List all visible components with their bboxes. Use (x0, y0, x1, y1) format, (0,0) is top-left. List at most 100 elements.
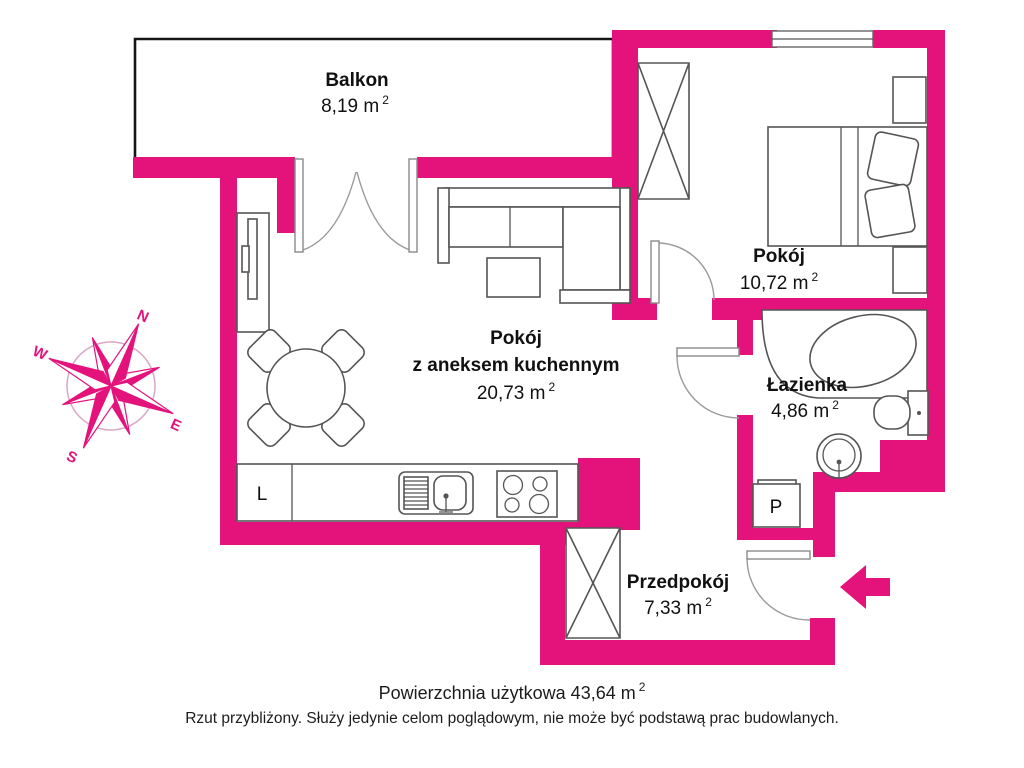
flush-button (917, 411, 921, 415)
bathroom-area-value: 4,86 m (771, 401, 829, 422)
kitchen-sink (398, 471, 474, 515)
balcony-area-sup: 2 (382, 93, 389, 107)
bedroom-label: Pokój (753, 246, 805, 267)
drainer-ridges (404, 480, 428, 506)
compass-west-label: W (30, 343, 51, 365)
bathroom-label: Łazienka (767, 375, 848, 396)
total-area-sup: 2 (639, 680, 646, 694)
sofa (437, 187, 631, 304)
sofa-arm (619, 187, 631, 291)
wall-segment (880, 440, 945, 492)
balcony-label: Balkon (325, 70, 388, 91)
washing-machine: P (752, 479, 801, 528)
nightstand (892, 246, 928, 294)
compass-point (48, 357, 113, 391)
hall-area-value: 7,33 m (644, 598, 702, 619)
door-swing-arc (746, 558, 811, 621)
wall-segment (220, 522, 580, 545)
wall-segment (578, 458, 640, 530)
sofa-chaise (562, 206, 621, 291)
dining-set (247, 329, 365, 447)
washer-label: P (770, 497, 783, 518)
wall-segment (813, 472, 835, 557)
hall-area-sup: 2 (705, 595, 712, 609)
living-room-area-sup: 2 (548, 380, 555, 394)
hall-wardrobe (565, 527, 621, 639)
kitchen-counter (236, 463, 579, 522)
sofa-arm (437, 187, 450, 264)
toilet (873, 390, 929, 436)
sofa-foot (559, 289, 631, 304)
fridge-label: L (257, 484, 268, 505)
wall-segment (133, 157, 295, 178)
stove (496, 470, 558, 518)
door-leaf (294, 158, 304, 253)
entrance-arrow-icon (840, 565, 890, 609)
burner (504, 497, 520, 513)
wall-segment (737, 528, 815, 540)
wall-segment (277, 157, 295, 233)
door-leaf (676, 347, 740, 357)
bathroom-door (676, 347, 740, 419)
compass-east-label: E (168, 416, 184, 436)
door-swing-arc (676, 355, 740, 419)
wall-segment (810, 618, 835, 665)
nightstand (892, 76, 927, 124)
living-room-label-line1: Pokój (490, 328, 542, 349)
wall-segment (540, 640, 835, 665)
compass-point (82, 384, 116, 449)
tv-bracket (241, 245, 250, 273)
bedroom-wardrobe (637, 62, 690, 200)
wall-segment (417, 157, 614, 178)
wall-segment (737, 298, 753, 355)
burner (502, 474, 524, 496)
burner (528, 493, 550, 515)
balcony-door (294, 158, 418, 253)
bathtub (761, 309, 928, 399)
wall-segment (220, 157, 237, 525)
living-room-area-value: 20,73 m (477, 383, 546, 404)
bathroom-area-sup: 2 (832, 398, 839, 412)
bed (767, 126, 928, 247)
faucet-stem (439, 496, 453, 513)
burner (532, 476, 548, 492)
door-leaf (746, 550, 811, 560)
bedroom-door (650, 240, 715, 304)
sofa-back (444, 187, 631, 208)
washer-body (752, 483, 801, 528)
bedroom-window (771, 30, 874, 48)
coffee-table (486, 257, 541, 298)
blanket-line (840, 127, 859, 246)
toilet-bowl (873, 395, 911, 430)
pillow (866, 131, 920, 187)
door-swing-arc (356, 171, 411, 251)
bathroom-sink (816, 433, 862, 479)
compass-rose: N W E S (30, 306, 184, 468)
compass-star (48, 323, 174, 449)
hall-label: Przedpokój (627, 572, 729, 593)
compass-point (109, 381, 174, 415)
compass-south-label: S (64, 448, 80, 468)
wall-segment (612, 30, 777, 48)
compass-north-label: N (134, 306, 151, 326)
door-leaf (408, 158, 418, 253)
sink-basin (433, 475, 467, 511)
entry-door (746, 550, 811, 621)
living-room-label-line2: z aneksem kuchennym (413, 355, 620, 376)
bathtub-basin (809, 313, 917, 389)
total-area-value: Powierzchnia użytkowa 43,64 m (379, 683, 636, 703)
bedroom-area-value: 10,72 m (740, 273, 809, 294)
tv-cabinet (236, 212, 270, 333)
wall-segment (927, 30, 945, 492)
balcony-area-value: 8,19 m (321, 96, 379, 117)
door-leaf (650, 240, 660, 304)
bedroom-area-sup: 2 (811, 270, 818, 284)
